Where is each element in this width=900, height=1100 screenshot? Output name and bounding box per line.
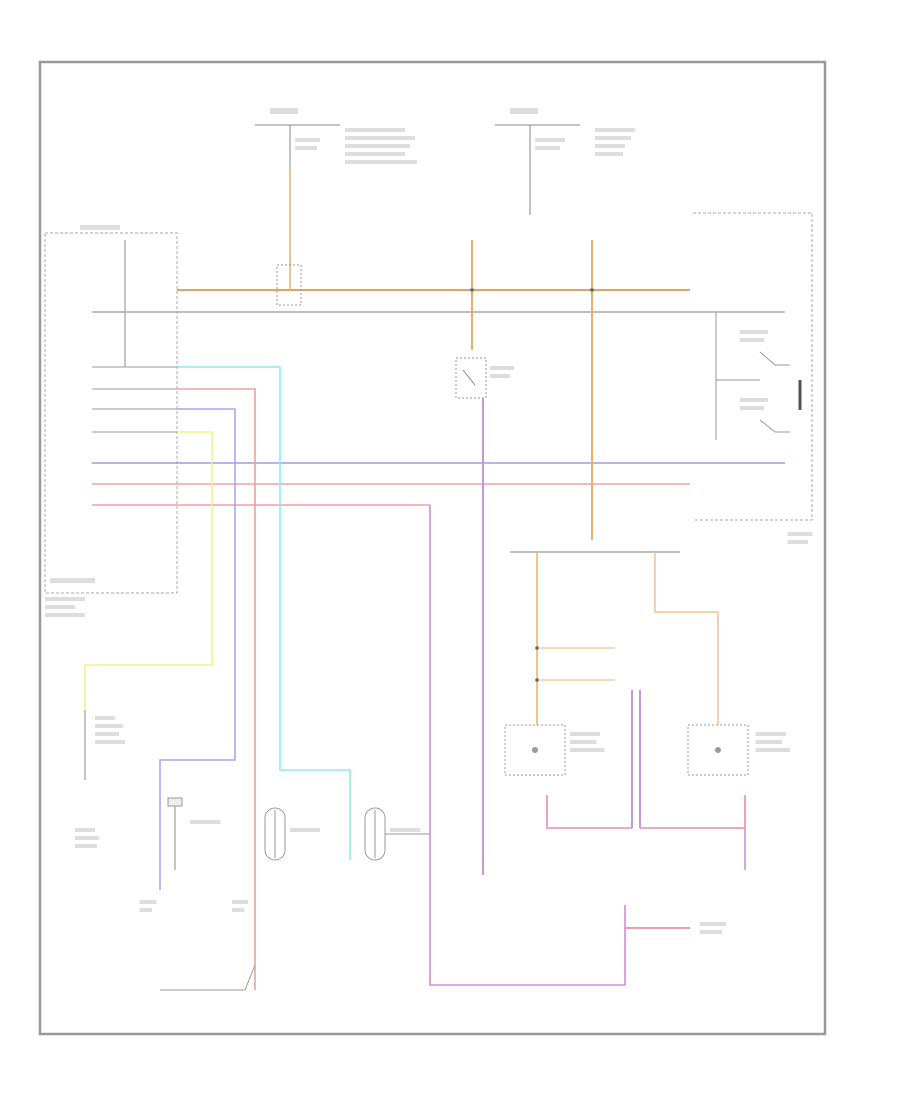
motor-right [687, 724, 790, 776]
left-switch-block [75, 710, 125, 848]
actuator-right [364, 807, 430, 861]
motor-left [504, 724, 604, 776]
splice-dot [535, 646, 539, 650]
wire-motor-pink-left [546, 795, 632, 829]
splice-dot [470, 288, 474, 292]
fuse-box-right [495, 108, 635, 215]
wire-red-2 [177, 388, 256, 990]
relay-center [455, 357, 514, 399]
ground-label-block [700, 922, 726, 934]
wire-yellow [84, 431, 213, 710]
splice-dot [535, 678, 539, 682]
actuator-center [264, 807, 320, 861]
wire-blue-2 [159, 408, 236, 890]
diagram-frame [38, 60, 827, 1036]
wire-pink-2 [429, 505, 626, 986]
wire-orange-junction-right [654, 552, 719, 725]
connector-center [276, 264, 302, 306]
control-module-box [44, 225, 178, 617]
switch-module-box [693, 212, 813, 544]
actuator-left [167, 797, 220, 870]
wire-cyan [177, 366, 351, 860]
splice-dot [590, 288, 594, 292]
fuse-box-left [255, 108, 417, 170]
switch-bottom-left [140, 900, 256, 991]
